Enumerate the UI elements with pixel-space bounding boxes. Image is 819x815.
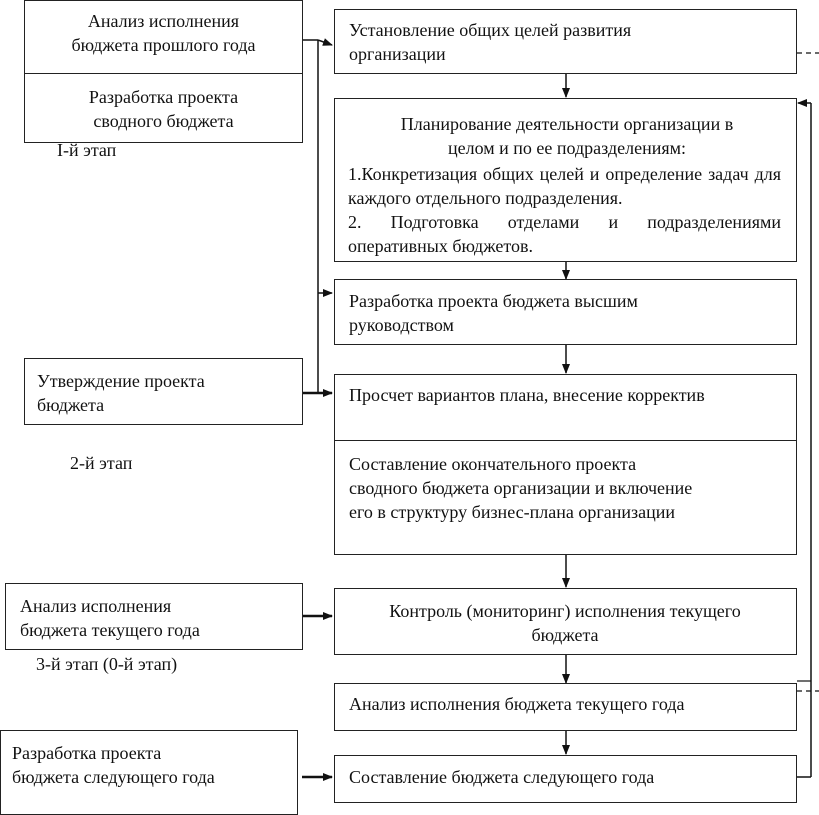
stage2-label: 2-й этап xyxy=(70,453,133,473)
top-management-draft-text: Разработка проекта бюджета высшим руково… xyxy=(349,291,638,335)
stage1-box xyxy=(24,0,303,143)
next-year-budget-box xyxy=(334,755,797,803)
current-analysis-text: Анализ исполнения бюджета текущего года xyxy=(349,694,685,714)
planning-item-2: 2. Подготовка отделами и подразделениями… xyxy=(348,212,781,256)
next-year-budget-text: Составление бюджета следующего года xyxy=(349,767,655,787)
left-bus-connector xyxy=(302,38,333,397)
planning-title: Планирование деятельности организации в … xyxy=(400,114,734,158)
feedback-loop-connector xyxy=(797,99,812,778)
analysis-previous-year-text: Анализ исполнения бюджета прошлого года xyxy=(71,11,256,55)
planning-box xyxy=(334,98,797,262)
final-budget-box xyxy=(334,374,797,555)
approval-text: Утверждение проекта бюджета xyxy=(37,371,205,415)
approval-box xyxy=(24,358,303,425)
planning-item-1: 1.Конкретизация общих целей и определени… xyxy=(348,164,781,208)
current-year-analysis-box xyxy=(5,583,303,650)
current-year-analysis-text: Анализ исполнения бюджета текущего года xyxy=(20,596,200,640)
stage1-divider xyxy=(25,73,302,74)
goals-box xyxy=(334,9,797,74)
consolidated-draft-text: Разработка проекта сводного бюджета xyxy=(88,87,239,131)
top-management-draft-box xyxy=(334,279,797,345)
stage1-label: I-й этап xyxy=(57,140,117,160)
final-budget-divider xyxy=(335,440,796,441)
current-analysis-box xyxy=(334,683,797,731)
next-year-draft-box xyxy=(0,730,298,815)
final-budget-text: Составление окончательного проекта сводн… xyxy=(349,454,693,522)
recalc-text: Просчет вариантов плана, внесение коррек… xyxy=(349,385,705,405)
next-year-draft-text: Разработка проекта бюджета следующего го… xyxy=(12,743,215,787)
stage3-label: 3-й этап (0-й этап) xyxy=(36,654,178,674)
monitoring-text: Контроль (мониторинг) исполнения текущег… xyxy=(389,601,741,645)
monitoring-box xyxy=(334,588,797,655)
goals-text: Установление общих целей развития органи… xyxy=(349,20,632,64)
